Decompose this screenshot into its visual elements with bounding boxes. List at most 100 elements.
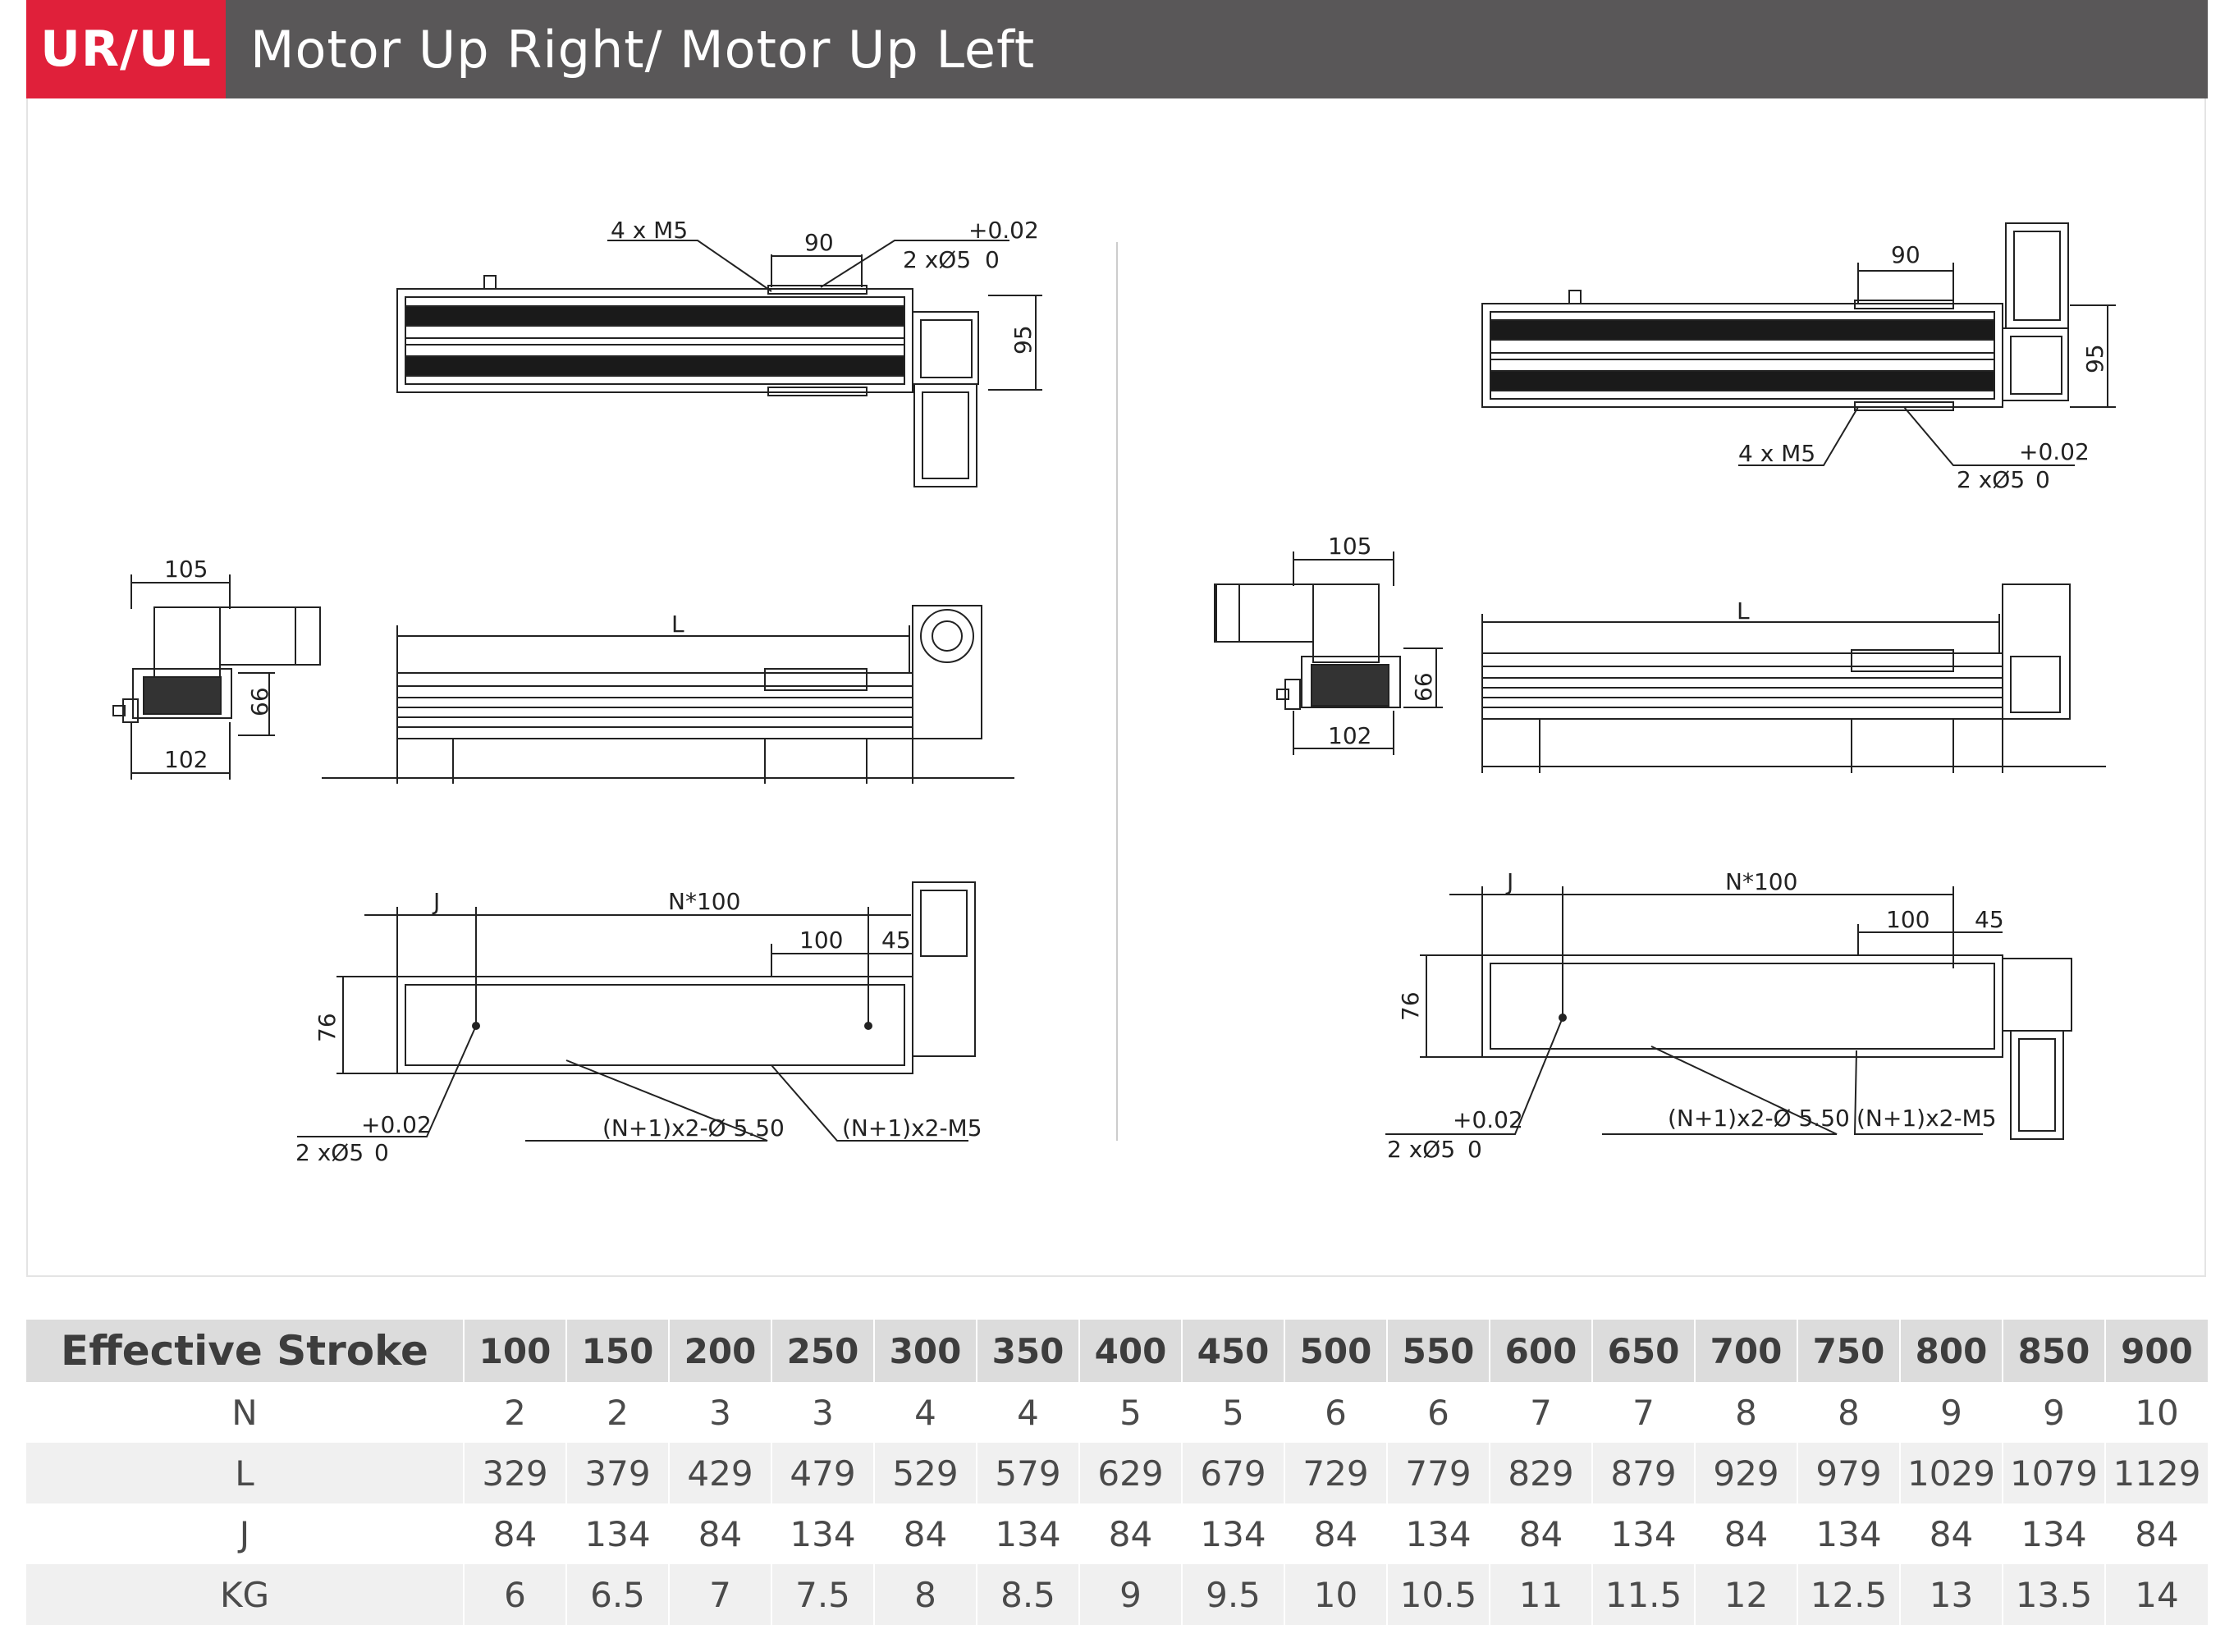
table-cell: 1029 <box>1899 1443 2003 1503</box>
table-cell: 979 <box>1797 1443 1900 1503</box>
table-cell: 8 <box>1694 1382 1797 1443</box>
ur-label-66: 66 <box>246 687 273 716</box>
table-cell: 134 <box>1181 1503 1284 1564</box>
page-header: UR/UL Motor Up Right/ Motor Up Left <box>26 0 2208 98</box>
ul-label-102: 102 <box>1328 722 1371 749</box>
ul-label-holes55: (N+1)x2-Ø 5.50 <box>1668 1105 1850 1132</box>
table-cell: 6.5 <box>565 1564 669 1625</box>
table-cell: 6 <box>463 1564 566 1625</box>
table-cell: 4 <box>976 1382 1079 1443</box>
table-header-cell: 400 <box>1078 1320 1182 1382</box>
ur-label-105: 105 <box>164 556 208 583</box>
ur-label-tol: +0.02 <box>968 217 1039 244</box>
ul-label-L: L <box>1737 597 1750 625</box>
table-cell: 329 <box>463 1443 566 1503</box>
table-cell: 9 <box>2002 1382 2105 1443</box>
table-cell: 12.5 <box>1797 1564 1900 1625</box>
table-cell: 84 <box>1078 1503 1182 1564</box>
drawing-frame <box>26 98 2206 1277</box>
table-cell: 13.5 <box>2002 1564 2105 1625</box>
table-cell: 84 <box>2104 1503 2208 1564</box>
ur-label-tol2: +0.02 <box>361 1111 432 1138</box>
table-cell: 12 <box>1694 1564 1797 1625</box>
table-cell: 1129 <box>2104 1443 2208 1503</box>
table-cell: 7 <box>668 1564 771 1625</box>
ur-end-view <box>112 574 321 780</box>
ur-label-N100: N*100 <box>668 888 740 915</box>
ur-label-100: 100 <box>799 927 843 954</box>
table-cell: 379 <box>565 1443 669 1503</box>
table-cell: 134 <box>1386 1503 1490 1564</box>
table-cell: 9.5 <box>1181 1564 1284 1625</box>
table-cell: 134 <box>2002 1503 2105 1564</box>
table-cell: 6 <box>1284 1382 1387 1443</box>
ul-side-view <box>1481 583 2106 773</box>
table-header-cell: 700 <box>1694 1320 1797 1382</box>
table-cell: 929 <box>1694 1443 1797 1503</box>
table-cell: 5 <box>1181 1382 1284 1443</box>
ul-label-tol: +0.02 <box>2019 438 2090 465</box>
table-header-cell: 250 <box>771 1320 874 1382</box>
ul-label-90: 90 <box>1891 241 1920 268</box>
table-cell: 3 <box>771 1382 874 1443</box>
ul-label-95: 95 <box>2081 344 2108 373</box>
table-cell: 479 <box>771 1443 874 1503</box>
ul-end-view <box>1214 551 1443 755</box>
ul-label-66: 66 <box>1410 672 1437 702</box>
ul-top-view <box>1481 222 2116 466</box>
ul-label-J: J <box>1505 868 1513 895</box>
table-cell: 8 <box>1797 1382 1900 1443</box>
table-cell: 11 <box>1489 1564 1592 1625</box>
ur-top-view <box>396 240 1042 487</box>
table-cell: 2 <box>463 1382 566 1443</box>
table-header-cell: 150 <box>565 1320 669 1382</box>
ur-label-90: 90 <box>804 229 834 256</box>
table-cell: 9 <box>1078 1564 1182 1625</box>
row-label: N <box>26 1382 464 1443</box>
ur-label-holes55: (N+1)x2-Ø 5.50 <box>602 1114 785 1142</box>
table-header-cell: 450 <box>1181 1320 1284 1382</box>
table-cell: 3 <box>668 1382 771 1443</box>
table-header-cell: 850 <box>2002 1320 2105 1382</box>
ul-label-hole: 2 xØ5 <box>1957 466 2025 493</box>
page-title: Motor Up Right/ Motor Up Left <box>250 19 1036 80</box>
table-cell: 6 <box>1386 1382 1490 1443</box>
table-header-cell: 200 <box>668 1320 771 1382</box>
table-cell: 5 <box>1078 1382 1182 1443</box>
table-cell: 4 <box>873 1382 977 1443</box>
ul-label-N100: N*100 <box>1725 868 1797 895</box>
table-cell: 7 <box>1591 1382 1695 1443</box>
ur-label-zero2: 0 <box>374 1139 389 1166</box>
ur-bottom-view <box>297 881 976 1142</box>
ur-label-45: 45 <box>881 927 911 954</box>
table-cell: 134 <box>771 1503 874 1564</box>
table-cell: 10 <box>2104 1382 2208 1443</box>
table-cell: 84 <box>1489 1503 1592 1564</box>
table-cell: 529 <box>873 1443 977 1503</box>
table-header-label: Effective Stroke <box>26 1320 464 1382</box>
table-header-cell: 800 <box>1899 1320 2003 1382</box>
ur-label-L: L <box>671 611 684 638</box>
table-cell: 679 <box>1181 1443 1284 1503</box>
table-cell: 84 <box>1899 1503 2003 1564</box>
table-cell: 729 <box>1284 1443 1387 1503</box>
table-cell: 10 <box>1284 1564 1387 1625</box>
table-cell: 84 <box>1694 1503 1797 1564</box>
table-cell: 8 <box>873 1564 977 1625</box>
ul-label-zero: 0 <box>2035 466 2050 493</box>
ur-side-view <box>322 605 1014 784</box>
ul-label-tol2: +0.02 <box>1453 1106 1523 1133</box>
ur-label-102: 102 <box>164 746 208 773</box>
ur-label-95: 95 <box>1009 325 1037 355</box>
technical-drawings: 4 x M5 90 +0.02 2 xØ5 0 95 105 102 66 <box>112 217 2116 1166</box>
table-header-cell: 900 <box>2104 1320 2208 1382</box>
table-cell: 134 <box>565 1503 669 1564</box>
table-header-cell: 500 <box>1284 1320 1387 1382</box>
row-label: KG <box>26 1564 464 1625</box>
ur-label-J: J <box>432 888 440 915</box>
ul-label-76: 76 <box>1397 991 1424 1021</box>
